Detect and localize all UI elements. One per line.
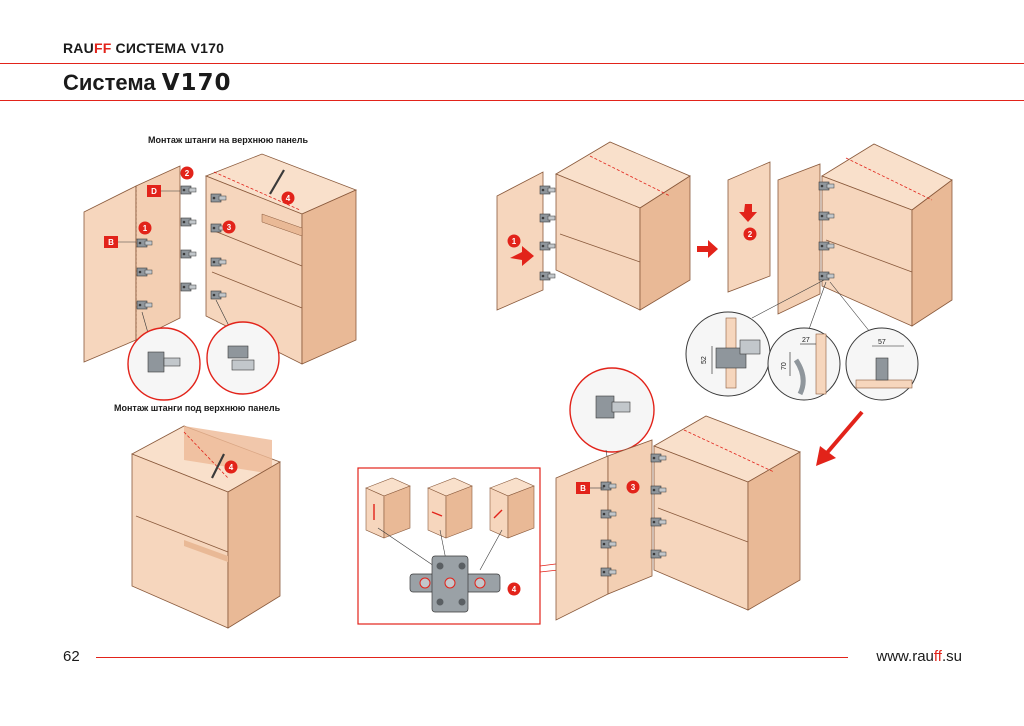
step-badge-2: 2 (743, 227, 757, 241)
svg-text:1: 1 (143, 224, 148, 233)
title-model: V170 (161, 70, 232, 96)
footer-rule (96, 657, 848, 658)
svg-text:3: 3 (631, 483, 636, 492)
header-rule-bottom (0, 100, 1024, 101)
caption-top-mount: Монтаж штанги на верхнюю панель (148, 135, 309, 145)
bottom-left-cabinet: 4 (131, 425, 281, 629)
arrow-right-icon (697, 240, 718, 258)
svg-text:B: B (108, 238, 114, 247)
svg-text:4: 4 (512, 585, 517, 594)
letter-b-tag: B (104, 236, 118, 248)
dimension-label: 27 (802, 337, 810, 344)
caption-bottom-mount: Монтаж штанги под верхнюю панель (114, 403, 281, 413)
step-badge-4: 4 (224, 460, 238, 474)
step-badge-4: 4 (281, 191, 295, 205)
letter-d-tag: D (147, 185, 161, 197)
dimension-label: 52 (701, 356, 708, 364)
step-badge-3: 3 (222, 220, 236, 234)
title-word: Система (63, 70, 162, 95)
cabinet-back (301, 189, 357, 365)
brand-header: RAUFF СИСТЕМА V170 (63, 40, 224, 56)
hinge-icon (539, 241, 556, 251)
site-suffix: .su (941, 648, 962, 665)
hinge-icon (180, 217, 197, 227)
hinge-icon (539, 271, 556, 281)
brand-prefix: RAU (63, 40, 94, 56)
mounting-plate-detail: 4 (357, 467, 541, 625)
hinge-icon (180, 282, 197, 292)
top-right-assembly: 2 52 27 70 57 (685, 143, 953, 401)
brand-suffix: СИСТЕМА V170 (111, 40, 225, 56)
page-title: Система V170 (63, 70, 232, 96)
site-url[interactable]: www.rauff.su (876, 648, 962, 665)
bottom-right-assembly: B 3 (555, 367, 801, 621)
page-number: 62 (63, 648, 80, 665)
svg-text:4: 4 (229, 463, 234, 472)
step-badge-1: 1 (507, 234, 521, 248)
arrow-diagonal-icon (824, 410, 864, 456)
header-rule-top (0, 63, 1024, 64)
step-badge-2: 2 (180, 166, 194, 180)
hinge-icon (539, 185, 556, 195)
letter-b-tag: B (576, 482, 590, 494)
site-prefix: www.rau (876, 648, 934, 665)
svg-text:1: 1 (512, 237, 517, 246)
dimension-label: 57 (878, 339, 886, 346)
hinge-icon (180, 185, 197, 195)
arrow-icon (510, 246, 534, 266)
step-badge-1: 1 (138, 221, 152, 235)
svg-text:2: 2 (748, 230, 753, 239)
site-ff: ff (933, 648, 942, 665)
door-right-panel (135, 165, 181, 341)
svg-text:B: B (580, 484, 586, 493)
svg-text:3: 3 (227, 223, 232, 232)
step-badge-3: 3 (626, 480, 640, 494)
step-badge-4: 4 (507, 582, 521, 596)
hinge-icon (180, 249, 197, 259)
svg-text:D: D (151, 187, 157, 196)
dimension-label: 70 (781, 362, 788, 370)
svg-text:4: 4 (286, 194, 291, 203)
brand-ff: FF (93, 40, 112, 56)
door-left-panel (83, 185, 137, 363)
arrow-down-icon (739, 204, 757, 222)
hinge-icon (539, 213, 556, 223)
top-left-assembly: 2 1 3 4 D B (83, 153, 358, 401)
svg-text:2: 2 (185, 169, 190, 178)
top-center-assembly: 1 (496, 141, 691, 311)
